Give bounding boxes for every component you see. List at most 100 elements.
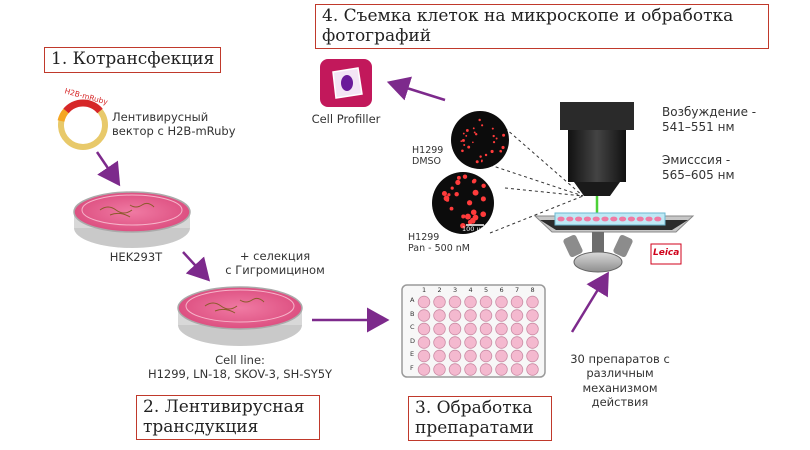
microscope	[533, 102, 695, 273]
nucleus-dot	[465, 134, 468, 137]
nucleus-dot	[460, 223, 466, 229]
well-F7	[510, 363, 524, 376]
stage-well	[636, 216, 644, 222]
well-B8	[526, 309, 539, 322]
stage-well	[592, 216, 600, 222]
nucleus-dot	[492, 141, 496, 144]
nucleus-dot	[492, 134, 495, 138]
stage-well	[627, 216, 636, 222]
vector-label-line2: вектор с H2B-mRuby	[112, 124, 236, 139]
plasmid-vector	[57, 99, 108, 150]
step-1-box: 1. Котрансфекция	[44, 47, 222, 73]
plate-row-label: E	[410, 350, 415, 358]
cell-profiler-icon	[320, 59, 372, 107]
nucleus-dot	[475, 133, 478, 136]
well-B7	[510, 309, 524, 322]
well-C3	[448, 322, 462, 336]
well-D1	[417, 336, 431, 349]
well-F4	[464, 363, 477, 376]
nucleus-dot	[480, 160, 483, 163]
plate-row-label: B	[410, 309, 415, 318]
nucleus-dot	[454, 192, 459, 197]
stage-well	[557, 216, 565, 222]
vector-label-line1: Лентивирусный	[112, 110, 209, 124]
image-pan-label: H1299 Pan - 500 nM	[408, 232, 470, 255]
nucleus-dot	[461, 138, 465, 142]
nucleus-dot	[481, 124, 484, 127]
step-1-label: 1. Котрансфекция	[51, 49, 215, 69]
image-dmso-label: H1299 DMSO	[412, 145, 443, 168]
step-2-label-line2: трансдукция	[143, 416, 259, 437]
image-dmso-line2: DMSO	[412, 156, 442, 168]
well-C2	[433, 322, 446, 336]
projection-lines	[489, 127, 584, 234]
drugs-line3: механизмом	[582, 380, 658, 395]
nucleus-dot	[456, 175, 461, 180]
plate-column-label: 7	[515, 286, 520, 294]
well-D7	[510, 336, 524, 349]
nucleus-dot	[495, 137, 498, 140]
image-dmso-line1: H1299	[412, 145, 444, 156]
well-A1	[417, 295, 431, 309]
well-E1	[417, 349, 431, 363]
selection-label-line1: + селекция	[239, 249, 311, 263]
arrow-microscope-to-software	[386, 76, 446, 102]
nucleus-dot	[464, 213, 471, 220]
step-4-label-line2: фотографий	[322, 25, 432, 46]
nucleus-dot	[449, 206, 454, 211]
plate-row-label: F	[410, 363, 414, 372]
well-C7	[510, 322, 524, 336]
well-A3	[448, 295, 462, 309]
well-F8	[526, 363, 539, 376]
step-4-label-line1: 4. Съемка клеток на микроскопе и обработ…	[322, 6, 734, 26]
nucleus-dot	[479, 155, 482, 158]
well-C8	[526, 322, 539, 336]
nucleus-dot	[472, 127, 475, 130]
fluorescence-image-pan	[432, 172, 494, 234]
arrow-hek-to-cellline	[182, 251, 211, 282]
stage-well	[575, 216, 583, 222]
stage-well	[566, 216, 574, 222]
cell-line-list: H1299, LN-18, SKOV-3, SH-SY5Y	[147, 367, 333, 382]
well-A8	[526, 295, 539, 309]
nucleus-dot	[501, 145, 505, 150]
emission-label: Эмисссия - 565–605 нм	[662, 153, 735, 183]
nucleus-dot	[461, 214, 466, 219]
plate-column-label: 1	[422, 286, 427, 294]
plate-row-label: D	[410, 336, 416, 345]
well-C6	[495, 322, 508, 336]
excitation-line1: Возбуждение -	[662, 105, 757, 119]
plate-column-label: 6	[499, 286, 504, 294]
well-C4	[464, 322, 477, 336]
stage-well	[645, 216, 653, 222]
vector-label: Лентивирусный вектор с H2B-mRuby	[112, 110, 236, 139]
nucleus-dot	[472, 189, 479, 196]
arrow-vector-to-hek	[95, 151, 121, 187]
well-D8	[526, 336, 539, 349]
well-E4	[464, 349, 477, 363]
well-A6	[495, 295, 508, 309]
emission-line1: Эмисссия -	[662, 153, 731, 167]
well-E7	[510, 349, 524, 363]
nucleus-dot	[473, 131, 476, 134]
plate-column-label: 8	[530, 286, 535, 294]
step-4-box: 4. Съемка клеток на микроскопе и обработ…	[315, 4, 769, 50]
nucleus-dot	[478, 118, 481, 122]
nucleus-dot	[502, 133, 506, 137]
plate-column-label: 3	[453, 286, 458, 294]
step-3-label-line2: препаратами	[415, 417, 534, 438]
step-2-label-line1: 2. Лентивирусная	[143, 397, 305, 417]
well-E6	[495, 349, 508, 363]
excitation-label: Возбуждение - 541–551 нм	[662, 105, 756, 135]
image-pan-line2: Pan - 500 nM	[408, 243, 470, 255]
well-A7	[510, 295, 524, 309]
nucleus-dot	[472, 178, 477, 183]
drugs-line1: 30 препаратов с	[570, 352, 670, 366]
image-pan-line1: H1299	[408, 232, 440, 243]
arrow-plate-to-microscope	[570, 271, 609, 333]
petri-dish-cellline	[177, 286, 303, 346]
petri-dish-hek	[73, 191, 191, 248]
nucleus-dot	[491, 127, 494, 130]
well-B6	[495, 309, 508, 322]
nucleus-dot	[450, 186, 454, 190]
